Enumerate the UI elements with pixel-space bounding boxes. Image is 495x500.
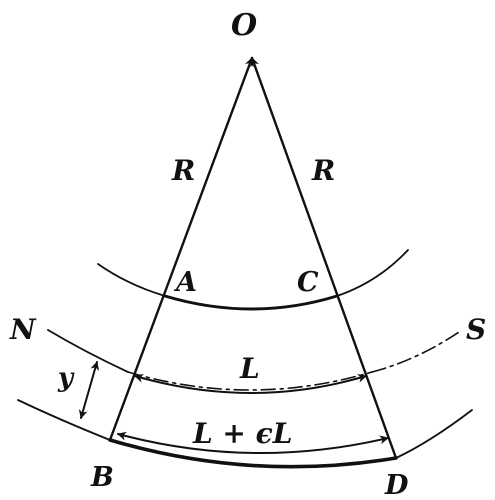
beam-top-edge-ac bbox=[163, 294, 339, 311]
top-arc-left-extension bbox=[97, 263, 166, 297]
label-a: A bbox=[173, 267, 197, 298]
top-arc-right-extension bbox=[336, 249, 409, 297]
label-y: y bbox=[57, 363, 75, 393]
label-l-plus-epsilon-l: L + ϵL bbox=[192, 417, 292, 450]
radius-line-left bbox=[108, 56, 254, 442]
label-o: O bbox=[231, 8, 257, 43]
label-d: D bbox=[384, 470, 409, 500]
distance-y-arrow bbox=[78, 361, 100, 419]
label-n: N bbox=[9, 313, 37, 346]
bottom-arc-right-extension bbox=[395, 409, 473, 459]
label-s: S bbox=[466, 313, 486, 346]
label-l: L bbox=[239, 352, 260, 385]
radius-line-right bbox=[250, 56, 398, 460]
label-r-right: R bbox=[311, 154, 335, 187]
neutral-length-arrow bbox=[134, 373, 367, 394]
neutral-axis-right-extension bbox=[371, 329, 463, 373]
stretched-length-arrow bbox=[117, 431, 389, 455]
label-b: B bbox=[90, 462, 114, 493]
neutral-left-arc bbox=[47, 329, 129, 373]
beam-bottom-edge-bd bbox=[108, 438, 398, 469]
bottom-arc-left-extension bbox=[17, 399, 111, 441]
label-c: C bbox=[297, 267, 319, 298]
label-r-left: R bbox=[171, 154, 195, 187]
